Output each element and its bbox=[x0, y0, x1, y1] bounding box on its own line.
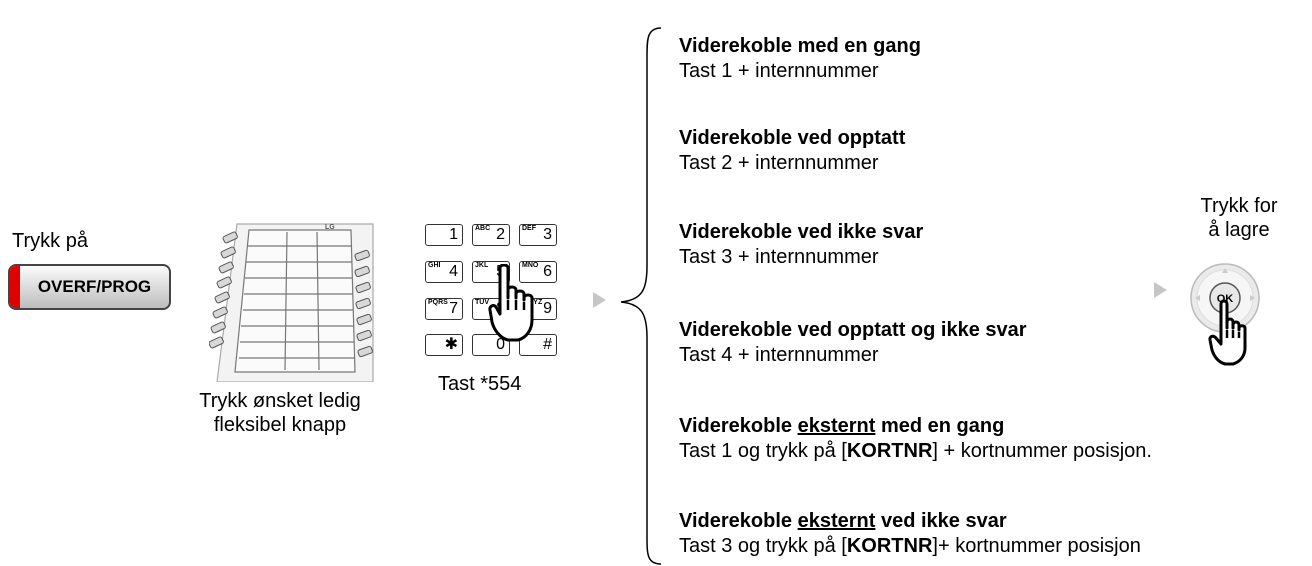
option-2-desc: Tast 2 + internnummer bbox=[679, 152, 879, 174]
module-logo: LG bbox=[325, 224, 335, 231]
key-1[interactable]: 1 bbox=[425, 224, 463, 246]
option-6-desc: Tast 3 og trykk på [KORTNR]+ kortnummer … bbox=[679, 535, 1141, 557]
option-3-desc: Tast 3 + internnummer bbox=[679, 246, 879, 268]
option-4-title: Viderekoble ved opptatt og ikke svar bbox=[679, 319, 1027, 341]
option-1-title: Viderekoble med en gang bbox=[679, 35, 921, 57]
overf-prog-button[interactable]: OVERF/PROG bbox=[8, 264, 171, 310]
pointing-hand-icon bbox=[488, 264, 534, 342]
key-0[interactable]: 0 bbox=[472, 334, 510, 356]
flex-button-module-image: LG bbox=[209, 223, 374, 382]
key-star[interactable]: ✱ bbox=[425, 334, 463, 356]
flex-caption-line2: fleksibel knapp bbox=[213, 414, 347, 436]
save-line1: Trykk for bbox=[1200, 195, 1278, 217]
ok-nav-button[interactable]: OK bbox=[1185, 258, 1281, 378]
overf-prog-label: OVERF/PROG bbox=[37, 277, 152, 296]
option-5-desc: Tast 1 og trykk på [KORTNR] + kortnummer… bbox=[679, 440, 1152, 462]
keypad-caption: Tast *554 bbox=[438, 373, 522, 395]
flex-caption-line1: Trykk ønsket ledig bbox=[199, 390, 361, 412]
button-red-indicator bbox=[10, 266, 20, 308]
option-6-title: Viderekoble eksternt ved ikke svar bbox=[679, 510, 1007, 532]
option-1-desc: Tast 1 + internnummer bbox=[679, 60, 879, 82]
option-4-desc: Tast 4 + internnummer bbox=[679, 344, 879, 366]
option-3-title: Viderekoble ved ikke svar bbox=[679, 221, 924, 243]
arrow-right-icon bbox=[593, 292, 606, 308]
option-2-title: Viderekoble ved opptatt bbox=[679, 127, 906, 149]
option-5-title: Viderekoble eksternt med en gang bbox=[679, 415, 1005, 437]
curly-brace bbox=[620, 27, 662, 565]
arrow-right-icon-2 bbox=[1154, 282, 1167, 298]
key-hash[interactable]: # bbox=[519, 334, 557, 356]
save-line2: å lagre bbox=[1208, 219, 1270, 241]
press-label: Trykk på bbox=[12, 230, 88, 252]
